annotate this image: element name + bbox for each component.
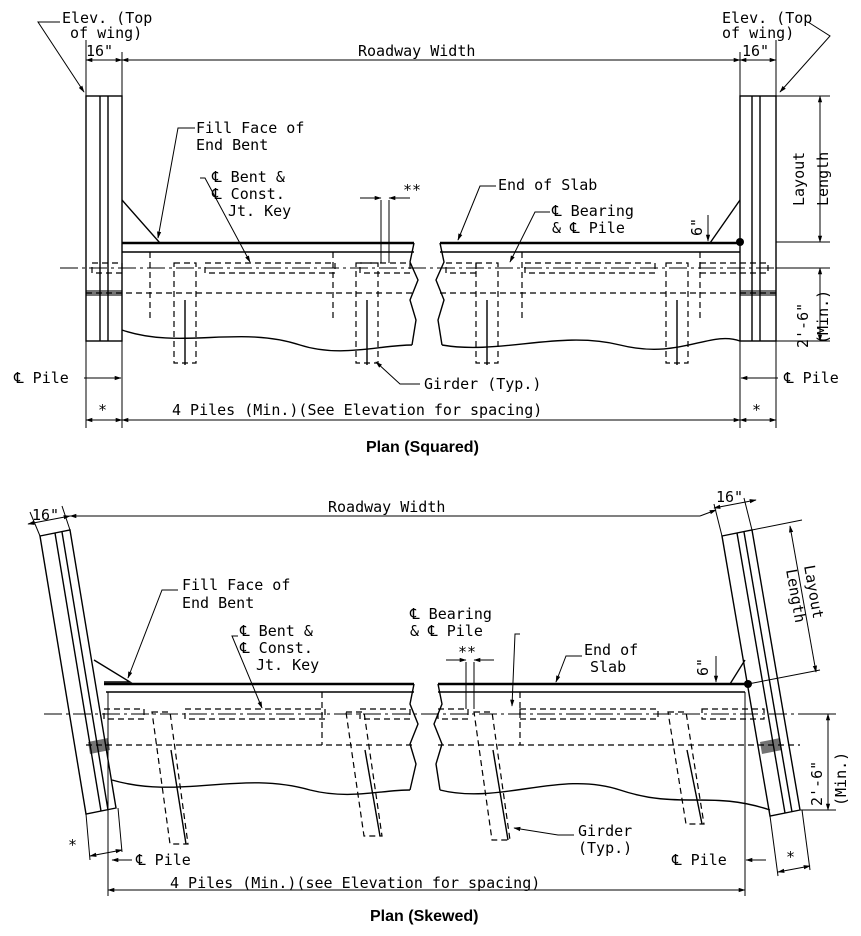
girder-typ: Girder (Typ.): [424, 375, 541, 393]
elev-left-1: Elev. (Top: [62, 9, 152, 27]
sk-roadway-width: Roadway Width: [328, 498, 445, 516]
wing-left-dim: 16": [86, 42, 113, 60]
dims-squared: [37, 21, 831, 428]
right-wing-squared: [739, 95, 777, 342]
sk-double-star: **: [458, 643, 476, 661]
elev-right-1: Elev. (Top: [722, 9, 812, 27]
sk-bent-key-3: Jt. Key: [256, 656, 319, 674]
pile-left: ℄ Pile: [13, 369, 69, 387]
sk-fill-face-1: Fill Face of: [182, 576, 290, 594]
labels-squared: Elev. (Top of wing) Elev. (Top of wing) …: [13, 9, 839, 456]
sk-min-dim: 2'-6": [808, 761, 826, 806]
sk-min-label: (Min.): [832, 752, 850, 806]
end-bent-squared: [60, 199, 790, 365]
sk-bearing-pile-2: & ℄ Pile: [410, 622, 483, 640]
left-wing-squared: [85, 95, 123, 342]
plan-skewed: 16" 16" Roadway Width Fill Face of End B…: [27, 488, 850, 925]
sk-star-right: *: [786, 848, 795, 866]
bent-key-2: ℄ Const.: [211, 185, 285, 203]
sk-wing-left-dim: 16": [32, 506, 59, 524]
elev-left-2: of wing): [70, 24, 142, 42]
sk-star-left: *: [68, 836, 77, 854]
bearing-pile-2: & ℄ Pile: [552, 219, 625, 237]
fill-face-1: Fill Face of: [196, 119, 304, 137]
wing-right-dim: 16": [742, 42, 769, 60]
six-in: 6": [688, 218, 706, 236]
sk-girder-2: (Typ.): [578, 839, 632, 857]
bent-key-1: ℄ Bent &: [211, 168, 285, 186]
title-plan-squared: Plan (Squared): [366, 439, 479, 456]
sk-pile-right: ℄ Pile: [671, 851, 727, 869]
sk-girder-1: Girder: [578, 822, 632, 840]
sk-bent-key-1: ℄ Bent &: [239, 622, 313, 640]
plan-squared: Elev. (Top of wing) Elev. (Top of wing) …: [13, 9, 839, 456]
layout-length-2: Length: [814, 152, 832, 206]
sk-fill-face-2: End Bent: [182, 594, 254, 612]
roadway-width: Roadway Width: [358, 42, 475, 60]
end-of-slab: End of Slab: [498, 176, 597, 194]
sk-end-of-slab-1: End of: [584, 641, 638, 659]
fill-face-2: End Bent: [196, 136, 268, 154]
title-plan-skewed: Plan (Skewed): [370, 908, 478, 925]
sk-wing-right-dim: 16": [716, 488, 743, 506]
star-right: *: [752, 401, 761, 419]
end-bent-skewed: [44, 659, 805, 845]
sk-pile-left: ℄ Pile: [135, 851, 191, 869]
double-star: **: [403, 181, 421, 199]
bearing-pile-1: ℄ Bearing: [551, 202, 634, 220]
elev-right-2: of wing): [722, 24, 794, 42]
sk-end-of-slab-2: Slab: [590, 658, 626, 676]
labels-skewed: 16" 16" Roadway Width Fill Face of End B…: [32, 488, 850, 925]
left-wing-skewed: [39, 529, 117, 815]
star-left: *: [98, 401, 107, 419]
dims-skewed: [27, 497, 836, 896]
min-label: (Min.): [814, 290, 832, 344]
sk-piles-note: 4 Piles (Min.)(see Elevation for spacing…: [170, 874, 540, 892]
piles-note: 4 Piles (Min.)(See Elevation for spacing…: [172, 401, 542, 419]
layout-length-1: Layout: [790, 152, 808, 206]
min-dim: 2'-6": [794, 303, 812, 348]
bent-key-3: Jt. Key: [228, 202, 291, 220]
sk-bent-key-2: ℄ Const.: [239, 639, 313, 657]
pile-right: ℄ Pile: [783, 369, 839, 387]
sk-six-in: 6": [694, 658, 712, 676]
sk-bearing-pile-1: ℄ Bearing: [409, 605, 492, 623]
